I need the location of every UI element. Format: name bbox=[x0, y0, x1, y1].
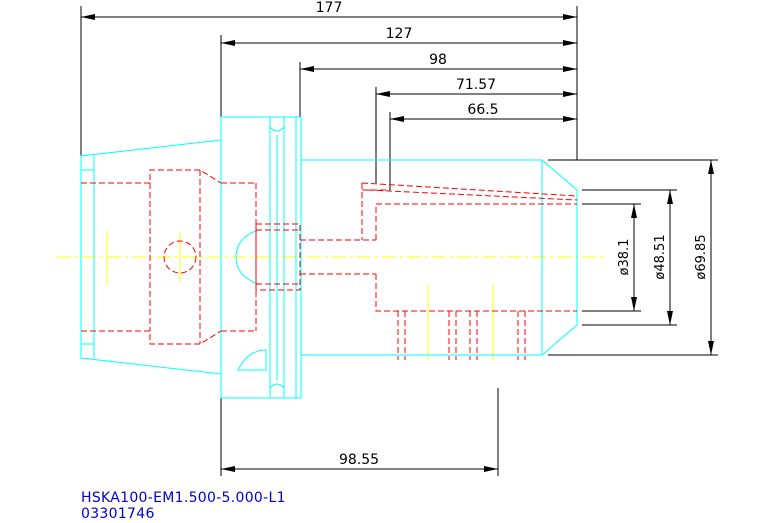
dim-bore-diameter: ø38.1 bbox=[617, 239, 632, 276]
dim-length-66-5: 66.5 bbox=[467, 102, 498, 118]
centerlines bbox=[57, 230, 605, 360]
dimension-lines bbox=[80, 6, 718, 476]
dim-shank-diameter: ø48.51 bbox=[653, 234, 668, 279]
dim-length-98: 98 bbox=[429, 52, 447, 68]
dimension-arrows bbox=[81, 14, 714, 472]
dim-length-71-57: 71.57 bbox=[456, 77, 496, 93]
hidden-lines bbox=[81, 169, 578, 360]
dim-overall-length: 177 bbox=[316, 0, 343, 16]
dim-length-127: 127 bbox=[386, 26, 413, 42]
drawing-number: 03301746 bbox=[81, 506, 155, 522]
tool-outline bbox=[80, 116, 578, 399]
dim-body-diameter: ø69.85 bbox=[694, 234, 709, 279]
part-number: HSKA100-EM1.500-5.000-L1 bbox=[81, 490, 286, 506]
dim-length-98-55: 98.55 bbox=[339, 452, 379, 468]
